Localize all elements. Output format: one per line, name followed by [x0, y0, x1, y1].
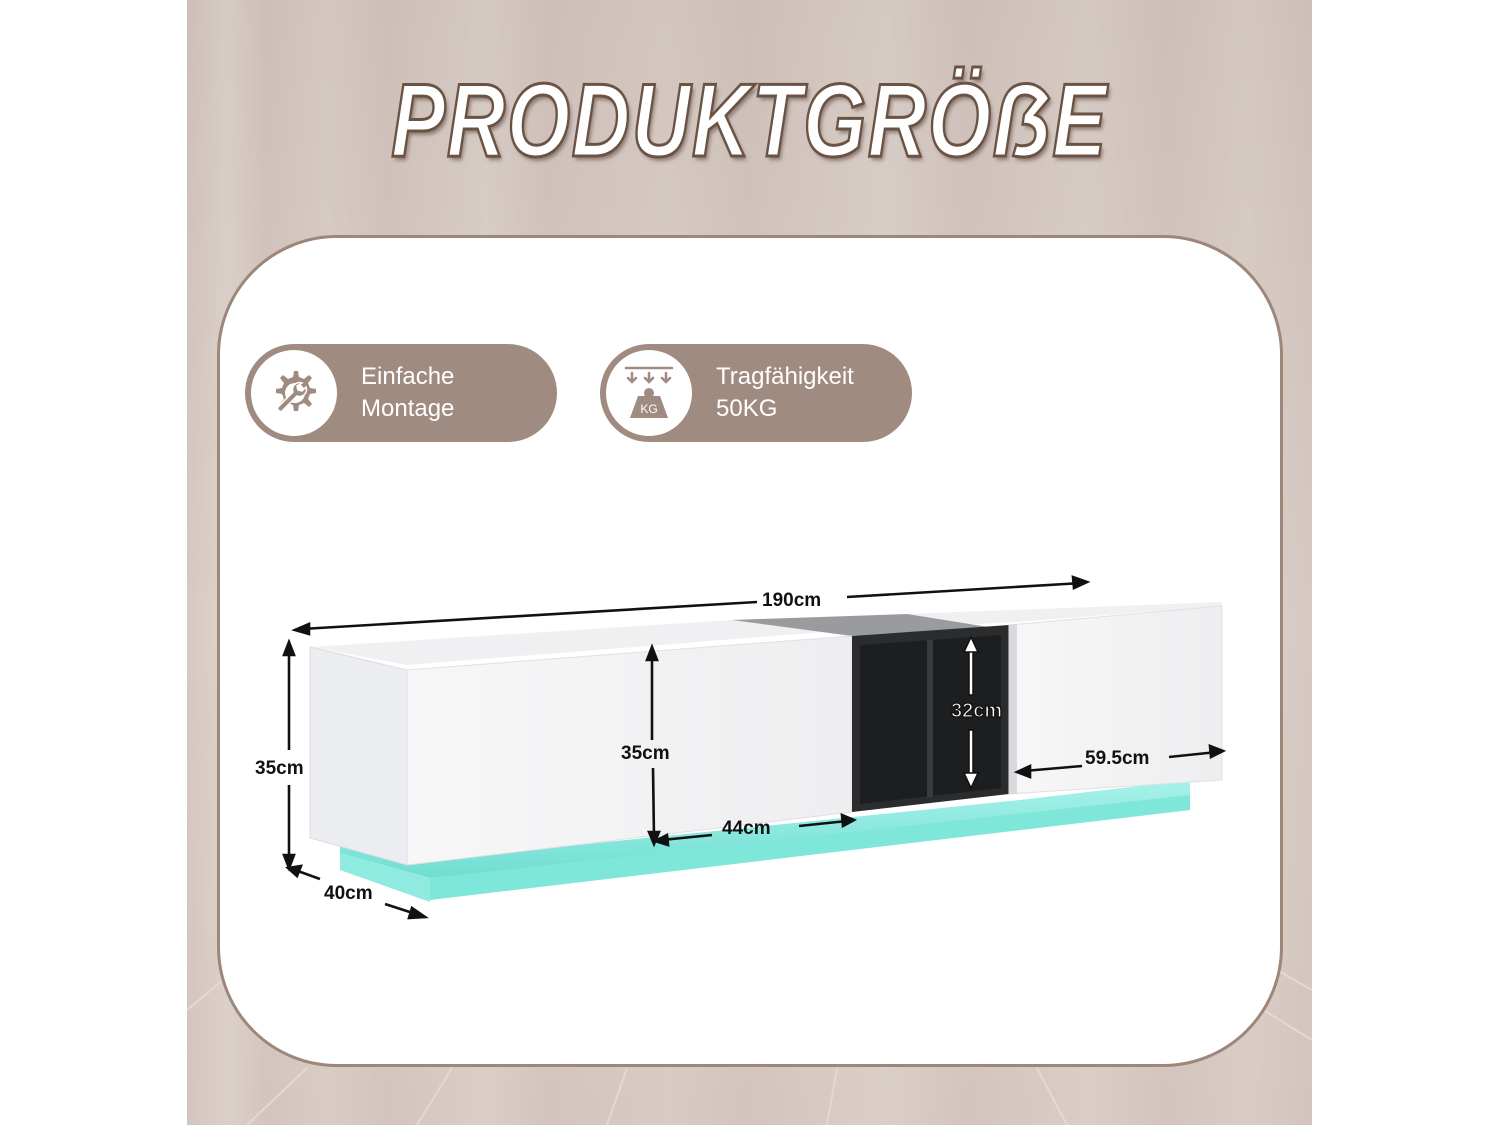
led-base [340, 780, 1190, 878]
cabinet-top [310, 602, 1222, 665]
feature-badge-assembly: Einfache Montage [245, 344, 557, 442]
page-title: PRODUKTGRÖẞE [390, 62, 1108, 181]
product-image: PRODUKTGRÖẞE Einfache Montage [187, 0, 1312, 1125]
icon-circle: KG [606, 350, 692, 436]
weight-kg-icon: KG [624, 366, 674, 418]
gear-wrench-icon [276, 371, 316, 413]
kg-text: KG [640, 402, 657, 416]
feature-label: Tragfähigkeit 50KG [716, 363, 854, 422]
dimension-lines [282, 575, 1227, 920]
dimension-right-width: 59.5cm [1085, 748, 1150, 769]
dimension-height-side: 35cm [255, 758, 304, 779]
dimension-height-front: 35cm [621, 743, 670, 764]
icon-circle [251, 350, 337, 436]
dimension-total-width: 190cm [762, 590, 822, 611]
dimension-door-width: 44cm [722, 818, 771, 839]
cabinet-side [309, 646, 408, 866]
compartment-height-arrow [962, 635, 980, 790]
dimension-depth: 40cm [324, 883, 373, 904]
tv-cabinet-illustration [282, 575, 1227, 920]
dimension-compartment-height: 32cm [950, 699, 1003, 722]
feature-label: Einfache Montage [361, 363, 455, 422]
feature-badge-load-capacity: KG Tragfähigkeit 50KG [600, 344, 912, 442]
